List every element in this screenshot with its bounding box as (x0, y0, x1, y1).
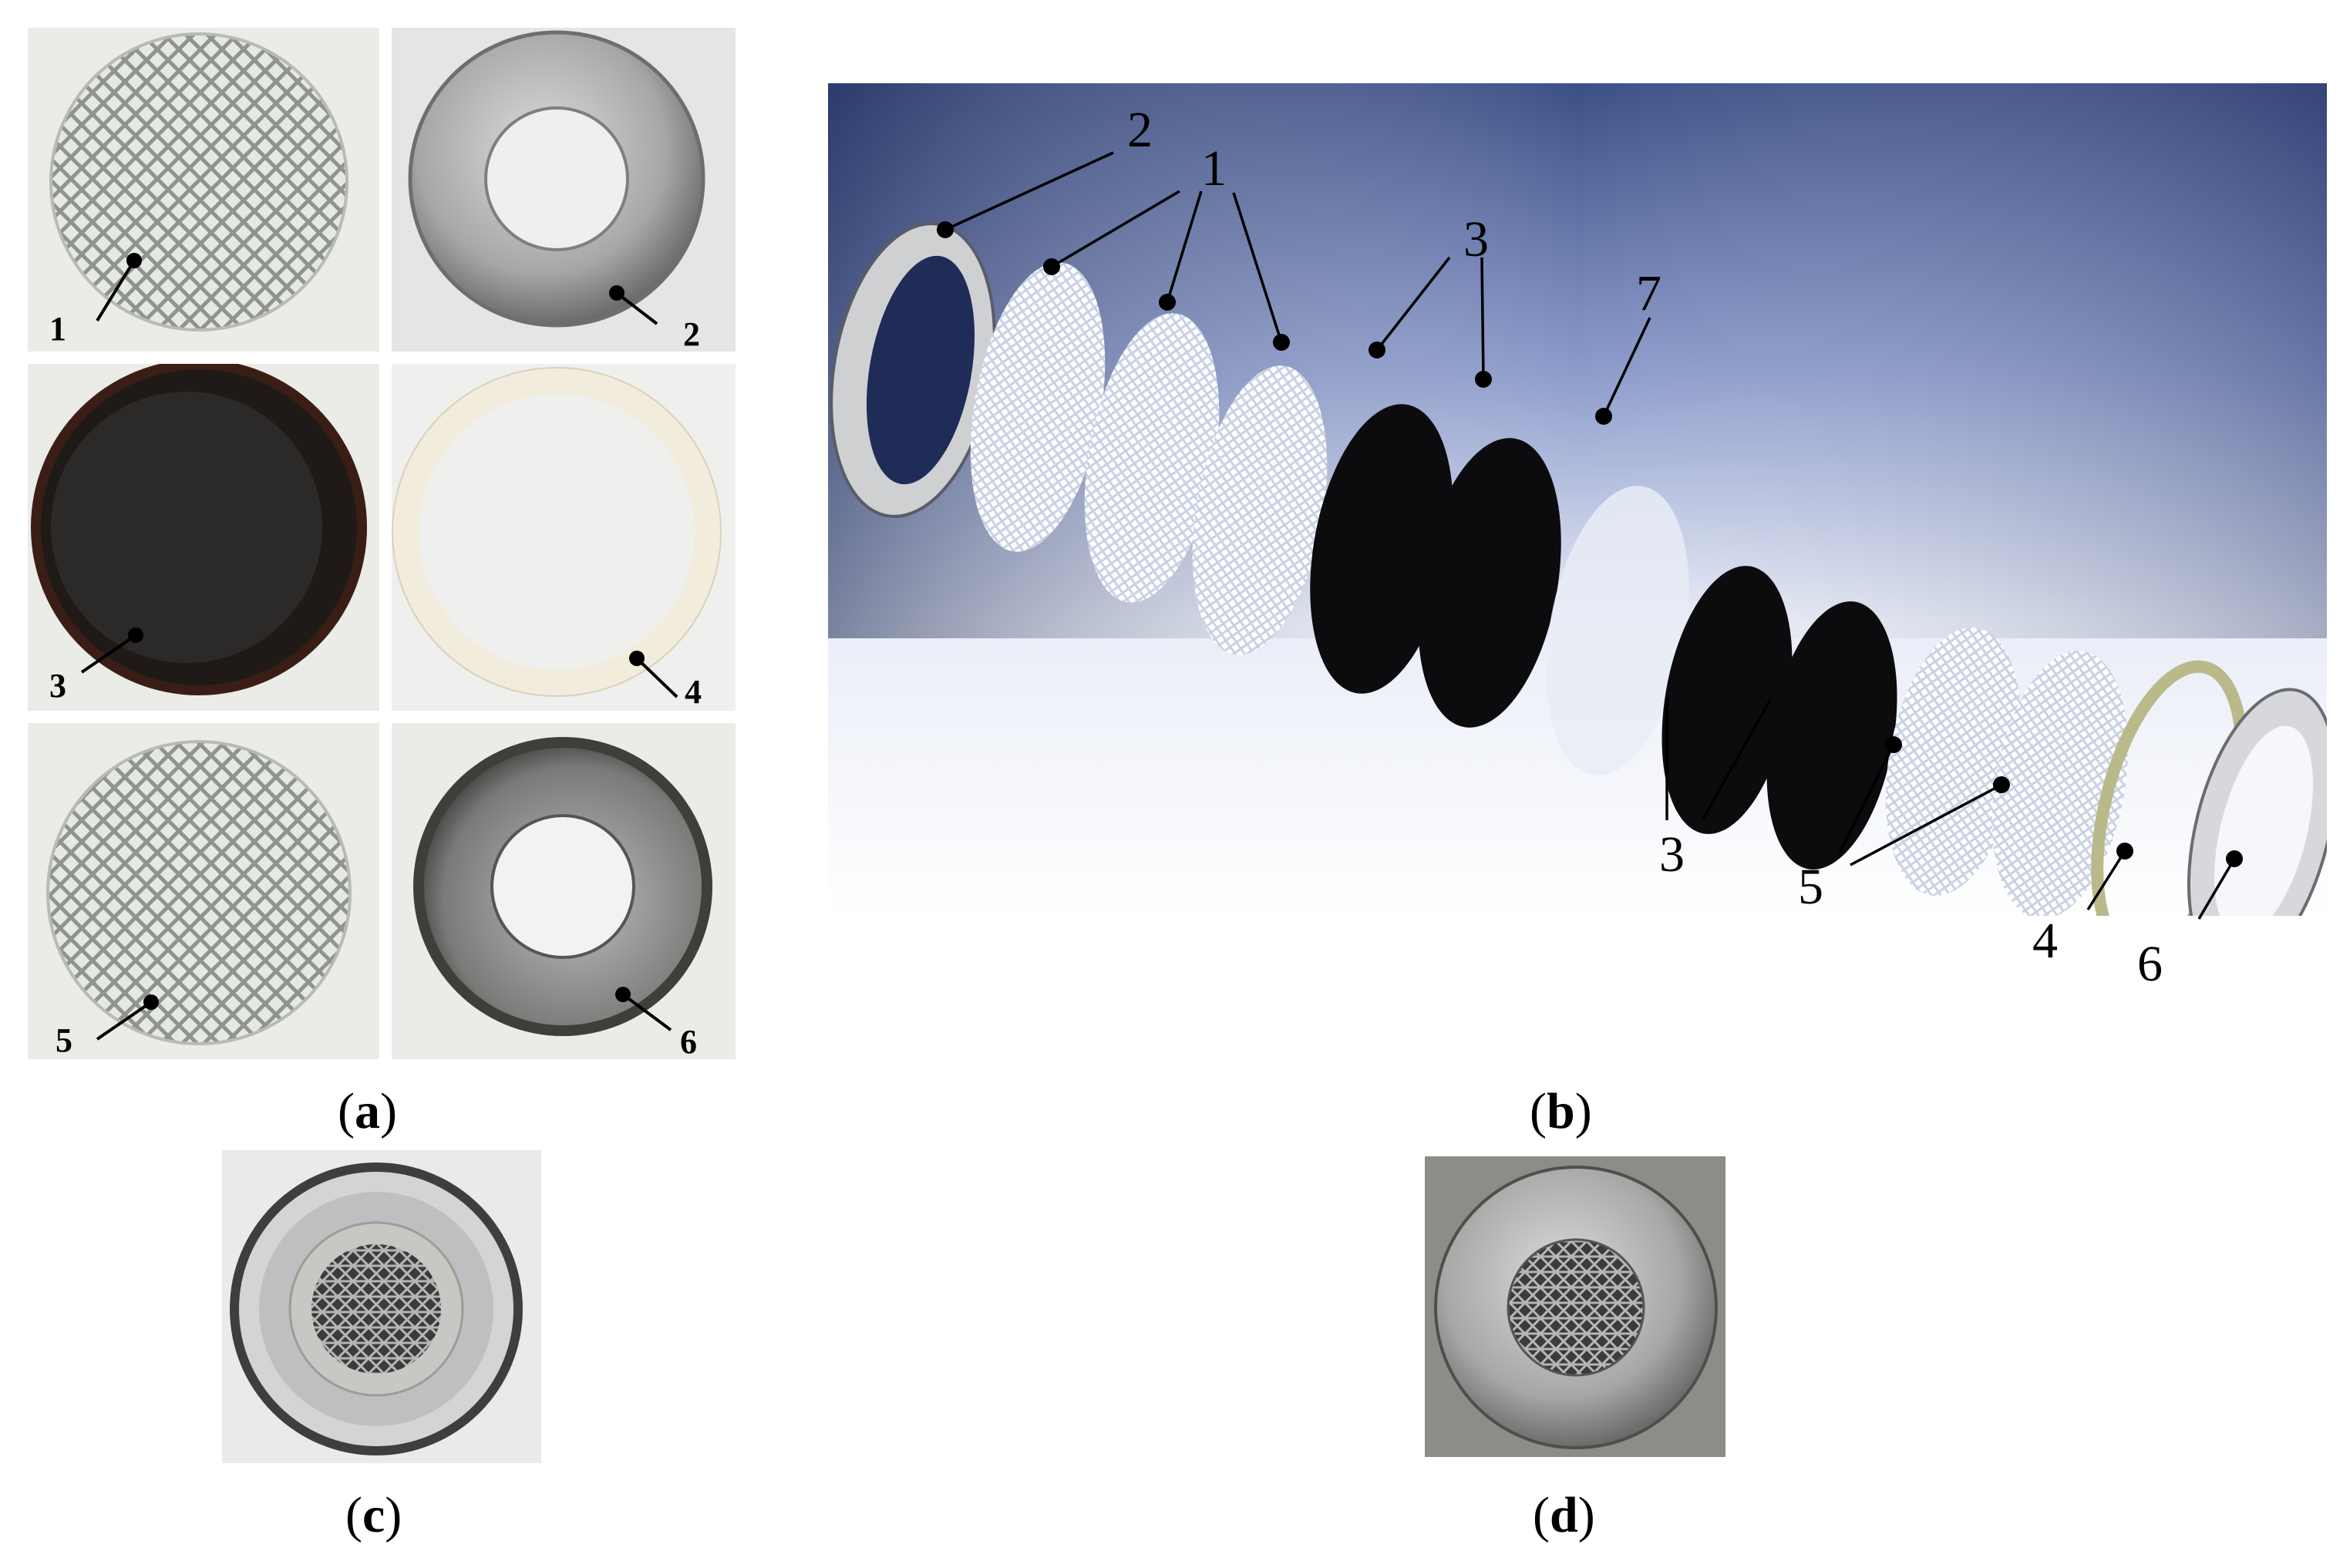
caption-b: (b) (1530, 1083, 1592, 1139)
photo-mesh-5: 5 (28, 723, 379, 1059)
label-3: 3 (49, 667, 66, 705)
carbon-3a (1310, 404, 1453, 694)
photo-washer-2: 2 (392, 28, 736, 352)
carbon-3c (1661, 566, 1793, 834)
photo-carbon-3: 3 (28, 364, 379, 711)
photo-ring-4: 4 (392, 364, 736, 711)
label-1: 1 (49, 310, 66, 348)
label-b-6: 6 (2137, 936, 2163, 992)
mesh-1a (970, 262, 1106, 552)
photo-cap-6: 6 (392, 723, 736, 1059)
carbon-3b (1418, 438, 1561, 728)
cap-6 (2187, 688, 2327, 916)
label-b-2: 2 (1127, 102, 1153, 158)
mesh-1c (1192, 365, 1328, 655)
separator-7 (1546, 486, 1689, 776)
label-6: 6 (680, 1023, 697, 1059)
label-4: 4 (685, 673, 702, 711)
caption-a: (a) (338, 1083, 397, 1139)
label-b-3-bottom: 3 (1659, 826, 1685, 883)
caption-c: (c) (345, 1487, 402, 1543)
photo-assembled-cell-c (222, 1150, 541, 1463)
label-b-5: 5 (1798, 859, 1823, 915)
label-5: 5 (56, 1021, 72, 1059)
label-2: 2 (683, 315, 700, 352)
mesh-1b (1084, 313, 1220, 603)
label-b-1: 1 (1201, 140, 1227, 197)
label-b-4: 4 (2032, 913, 2058, 969)
panel-a: 1 2 3 4 (28, 28, 736, 1059)
photo-mesh-1: 1 (28, 28, 379, 352)
label-b-3-top: 3 (1463, 211, 1489, 268)
photo-assembled-cell-d (1425, 1156, 1725, 1457)
caption-d: (d) (1533, 1487, 1595, 1543)
label-b-7: 7 (1636, 265, 1661, 321)
